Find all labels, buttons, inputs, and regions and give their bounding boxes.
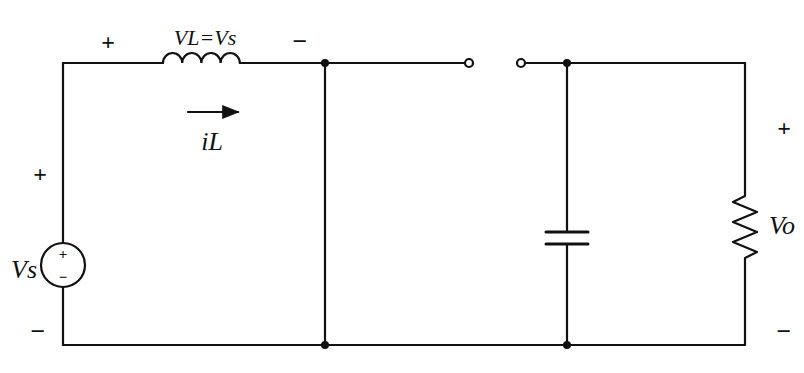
polarity-sign: +: [101, 30, 115, 54]
inductor-symbol: [163, 53, 240, 63]
polarity-sign: +: [59, 247, 68, 262]
polarity-sign: −: [31, 319, 46, 345]
polarity-sign: +: [777, 116, 791, 140]
wire: [324, 63, 326, 345]
current-label: iL: [201, 129, 223, 155]
switch-terminal: [517, 59, 525, 67]
polarity-sign: −: [59, 270, 68, 285]
voltage-label: Vo: [769, 213, 795, 239]
wire: [525, 63, 745, 188]
wire: [240, 62, 465, 64]
junction-dot: [563, 59, 571, 67]
polarity-sign: +: [33, 162, 47, 186]
switch-terminal: [465, 59, 473, 67]
resistor-symbol: [733, 188, 757, 345]
junction-dot: [321, 341, 329, 349]
polarity-sign: −: [777, 319, 792, 345]
voltage-label: VL=Vs: [174, 27, 237, 49]
wire: [63, 287, 745, 345]
current-arrow: [188, 111, 238, 113]
junction-dot: [563, 341, 571, 349]
junction-dot: [321, 59, 329, 67]
voltage-source-symbol: [41, 243, 85, 287]
polarity-sign: −: [293, 29, 308, 55]
capacitor-symbol: [546, 232, 588, 244]
wire: [63, 63, 163, 243]
wire: [566, 63, 568, 345]
voltage-label: Vs: [11, 257, 37, 283]
